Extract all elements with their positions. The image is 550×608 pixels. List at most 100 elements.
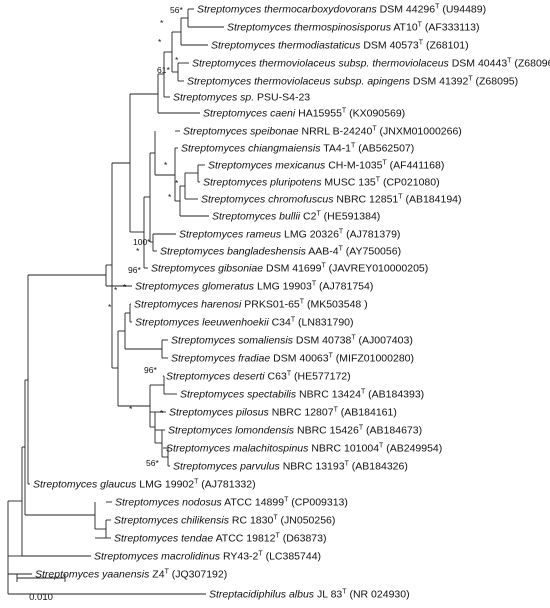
taxon-species-name: Streptomyces bullii — [212, 211, 301, 223]
type-strain-mark: T — [435, 4, 440, 11]
taxon-strain: PSU-S4-23 — [254, 92, 310, 104]
taxon-strain: C2 — [300, 211, 317, 223]
taxon-species-name: Streptomyces lomondensis — [168, 425, 295, 437]
taxon-strain: LMG 20326 — [281, 229, 339, 241]
scale-bar-label: 0.010 — [29, 592, 53, 603]
taxon-species-name: Streptomyces thermoviolaceus subsp. apin… — [187, 76, 411, 88]
taxon-species-name: Streptomyces leeuwenhoekii — [135, 317, 269, 329]
accession-number: (JN050256) — [278, 515, 336, 527]
type-strain-mark: T — [359, 425, 364, 432]
taxon-label: Streptomyces speibonae NRRL B-24240T (JN… — [183, 126, 462, 138]
taxon-label: Streptomyces chilikensis RC 1830T (JN050… — [114, 515, 335, 527]
taxon-strain: NBRC 13424 — [296, 389, 361, 401]
taxon-species-name: Streptomyces harenosi — [134, 299, 242, 311]
taxon-label: Streptomyces leeuwenhoekii C34T (LN83179… — [135, 317, 354, 329]
accession-number: (AJ781754) — [316, 281, 373, 293]
taxon-label: Streptomyces spectabilis NBRC 13424T (AB… — [180, 389, 424, 401]
type-strain-mark: T — [345, 461, 350, 468]
taxon-strain: PRKS01-65 — [241, 299, 300, 311]
taxon-strain: DSM 40063 — [270, 353, 329, 365]
taxon-species-name: Streptomyces nodosus — [115, 497, 223, 509]
type-strain-mark: T — [339, 246, 344, 253]
taxon-label: Streptomyces somaliensis DSM 40738T (AJ0… — [171, 335, 413, 347]
accession-number: (AB184393) — [365, 389, 424, 401]
taxon-label: Streptomyces chiangmaiensis TA4-1T (AB56… — [181, 143, 414, 155]
taxon-species-name: Streptomyces malachitospinus — [166, 443, 309, 455]
taxon-species-name: Streptomyces rameus — [179, 229, 282, 241]
taxon-label: Streptomyces caeni HA15955T (KX090569) — [203, 108, 405, 120]
taxon-strain: AT10 — [391, 22, 418, 34]
accession-number: (MIFZ01000280) — [333, 353, 414, 365]
taxon-strain: C34 — [269, 317, 291, 329]
taxon-label: Streptomyces malachitospinus NBRC 101004… — [166, 443, 442, 455]
taxon-label: Streptomyces thermoviolaceus subsp. apin… — [187, 76, 518, 88]
taxon-label: Streptomyces thermoviolaceus subsp. ther… — [192, 58, 550, 70]
taxon-species-name: Streptomyces tendae — [114, 533, 213, 545]
type-strain-mark: T — [342, 589, 347, 596]
accession-number: (AB562507) — [355, 143, 414, 155]
accession-number: (JNXM01000266) — [377, 126, 462, 138]
bootstrap-value: 61* — [157, 65, 170, 75]
taxon-label: Streptomyces chromofuscus NBRC 12851T (A… — [201, 194, 462, 206]
taxon-label: Streptomyces glomeratus LMG 19903T (AJ78… — [135, 281, 373, 293]
accession-number: (NR 024930) — [347, 589, 410, 601]
bootstrap-value: * — [136, 246, 140, 256]
taxon-species-name: Streptomyces speibonae — [183, 126, 299, 138]
taxon-strain: JL 83 — [314, 589, 342, 601]
taxon-label: Streptomyces deserti C63T (HE577172) — [166, 371, 351, 383]
taxon-label: Streptomyces rameus LMG 20326T (AJ781379… — [179, 229, 400, 241]
taxon-strain: DSM 41699 — [263, 263, 322, 275]
taxon-label: Streptomyces pluripotens MUSC 135T (CP02… — [203, 177, 440, 189]
accession-number: (AJ781379) — [343, 229, 400, 241]
accession-number: (JQ307192) — [169, 569, 227, 581]
accession-number: (Z68101) — [423, 40, 469, 52]
taxon-label: Streptomyces mexicanus CH-M-1035T (AF441… — [208, 160, 444, 172]
taxon-species-name: Streptomyces thermodiastaticus — [211, 40, 361, 52]
taxon-label: Streptomyces macrolidinus RY43-2T (LC385… — [94, 551, 321, 563]
taxon-species-name: Streptomyces thermocarboxydovorans — [197, 4, 377, 16]
type-strain-mark: T — [419, 40, 424, 47]
taxon-strain: NBRC 12851 — [333, 194, 398, 206]
taxon-label: Streptomyces gibsoniae DSM 41699T (JAVRE… — [151, 263, 428, 275]
taxon-strain: DSM 40738 — [293, 335, 352, 347]
type-strain-mark: T — [372, 126, 377, 133]
taxon-species-name: Streptomyces sp. — [173, 92, 254, 104]
taxon-species-name: Streptomyces fradiae — [171, 353, 270, 365]
taxon-species-name: Streptomyces glaucus — [33, 479, 137, 491]
bootstrap-value: * — [114, 285, 118, 295]
bootstrap-value: 56* — [146, 458, 159, 468]
taxon-species-name: Streptomyces thermospinosisporus — [227, 22, 392, 34]
scale-bar: 0.010 — [16, 574, 66, 603]
accession-number: (U94489) — [439, 4, 486, 16]
taxon-label: Streptomyces harenosi PRKS01-65T (MK5035… — [134, 299, 368, 311]
type-strain-mark: T — [351, 143, 356, 150]
taxon-species-name: Streptomyces parvulus — [173, 461, 281, 473]
accession-number: (D63873) — [280, 533, 327, 545]
type-strain-mark: T — [165, 569, 170, 576]
bootstrap-value: * — [175, 55, 179, 65]
taxon-strain: MUSC 135 — [321, 177, 375, 189]
taxon-label: Streptomyces yaanensis Z4T (JQ307192) — [35, 569, 227, 581]
type-strain-mark: T — [273, 515, 278, 522]
type-strain-mark: T — [284, 497, 289, 504]
taxon-species-name: Streptacidiphilus albus — [209, 589, 315, 601]
accession-number: (AB184194) — [403, 194, 462, 206]
taxon-species-name: Streptomyces glomeratus — [135, 281, 255, 293]
type-strain-mark: T — [468, 76, 473, 83]
taxon-strain: TA4-1 — [320, 143, 351, 155]
type-strain-mark: T — [276, 533, 281, 540]
accession-number: (CP009313) — [288, 497, 348, 509]
taxon-strain: NBRC 12807 — [269, 407, 334, 419]
bootstrap-value: * — [129, 404, 133, 414]
taxon-species-name: Streptomyces mexicanus — [208, 160, 326, 172]
taxon-strain: Z4 — [149, 569, 164, 581]
type-strain-mark: T — [329, 353, 334, 360]
accession-number: (AJ781332) — [198, 479, 255, 491]
taxon-strain: ATCC 19812 — [213, 533, 275, 545]
accession-number: (AB249954) — [383, 443, 442, 455]
accession-number: (LC385744) — [263, 551, 321, 563]
taxon-strain: RC 1830 — [229, 515, 274, 527]
accession-number: (Z68095) — [473, 76, 519, 88]
taxon-label: Streptomyces thermocarboxydovorans DSM 4… — [197, 4, 486, 16]
accession-number: (AF441168) — [387, 160, 445, 172]
